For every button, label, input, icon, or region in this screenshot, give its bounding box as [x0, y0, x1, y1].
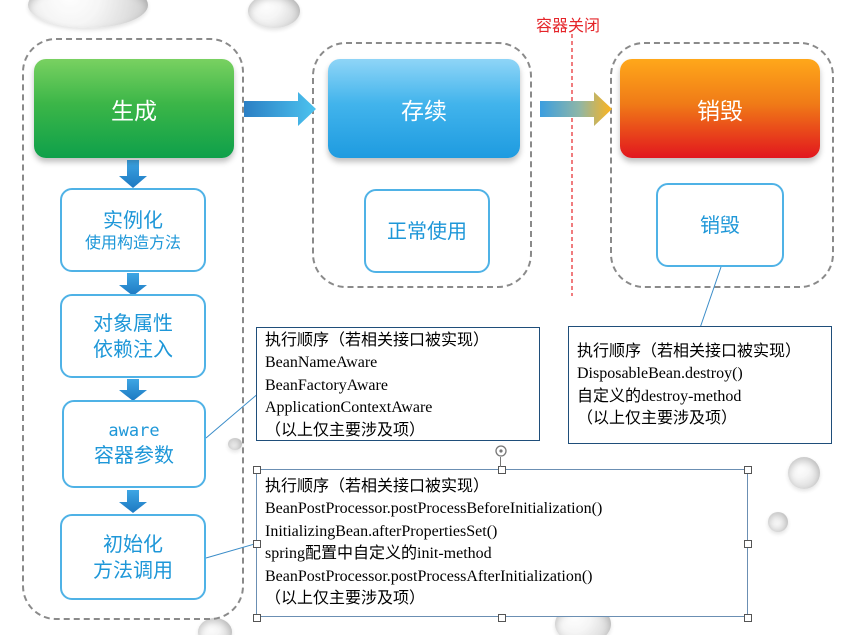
water-drop-decoration: [248, 0, 300, 28]
note-line: BeanPostProcessor.postProcessAfterInitia…: [265, 567, 593, 585]
arrow-right-icon: [540, 92, 612, 126]
note-line: （以上仅主要涉及项）: [265, 589, 426, 607]
step-normal-use-label: 正常使用: [387, 219, 467, 243]
note-line: DisposableBean.destroy(): [577, 365, 743, 383]
note-line: （以上仅主要涉及项）: [577, 410, 738, 428]
note-line: 自定义的destroy-method: [577, 387, 742, 405]
note-line: BeanPostProcessor.postProcessBeforeIniti…: [265, 500, 603, 518]
step-aware: aware 容器参数: [62, 400, 206, 488]
stage-generate: 生成: [34, 59, 234, 158]
step-destroy: 销毁: [656, 183, 784, 267]
step-inject-subtitle: 依赖注入: [93, 337, 173, 361]
water-drop-decoration: [198, 618, 232, 635]
resize-handle[interactable]: [253, 466, 261, 474]
aware-order-note: 执行顺序（若相关接口被实现） BeanNameAware BeanFactory…: [256, 327, 540, 441]
resize-handle[interactable]: [498, 466, 506, 474]
container-close-label: 容器关闭: [536, 16, 601, 35]
note-line: ApplicationContextAware: [265, 399, 433, 417]
note-line: 执行顺序（若相关接口被实现）: [265, 478, 490, 495]
generate-phase-frame: [22, 38, 244, 620]
step-aware-title: aware: [108, 420, 160, 441]
note-line: （以上仅主要涉及项）: [265, 421, 426, 439]
water-drop-decoration: [788, 457, 820, 489]
arrow-right-icon: [244, 92, 316, 126]
note-line: BeanFactoryAware: [265, 376, 388, 394]
step-normal-use: 正常使用: [364, 189, 490, 273]
stage-destroy: 销毁: [620, 59, 820, 158]
water-drop-decoration: [228, 438, 242, 450]
step-aware-subtitle: 容器参数: [94, 443, 174, 468]
resize-handle[interactable]: [744, 614, 752, 622]
water-drop-decoration: [768, 512, 788, 532]
note-line: spring配置中自定义的init-method: [265, 545, 492, 563]
init-order-note[interactable]: 执行顺序（若相关接口被实现） BeanPostProcessor.postPro…: [256, 469, 748, 617]
water-drop-decoration: [28, 0, 148, 28]
rotate-handle-stem: [500, 457, 501, 467]
resize-handle[interactable]: [253, 540, 261, 548]
resize-handle[interactable]: [744, 540, 752, 548]
step-instantiate: 实例化 使用构造方法: [60, 188, 206, 272]
step-destroy-label: 销毁: [700, 213, 740, 237]
note-line: 执行顺序（若相关接口被实现）: [265, 332, 490, 349]
step-init-title: 初始化: [103, 532, 163, 556]
step-instantiate-subtitle: 使用构造方法: [84, 232, 181, 252]
persist-phase-frame: [312, 42, 532, 288]
note-line: 执行顺序（若相关接口被实现）: [577, 343, 802, 360]
resize-handle[interactable]: [744, 466, 752, 474]
stage-persist: 存续: [328, 59, 520, 158]
note-line: BeanNameAware: [265, 354, 378, 372]
step-init-subtitle: 方法调用: [93, 558, 173, 582]
destroy-phase-frame: [610, 42, 834, 288]
resize-handle[interactable]: [253, 614, 261, 622]
step-inject: 对象属性 依赖注入: [60, 294, 206, 378]
step-instantiate-title: 实例化: [103, 207, 163, 232]
rotate-handle-icon[interactable]: [494, 444, 508, 458]
step-inject-title: 对象属性: [93, 311, 173, 335]
destroy-order-note: 执行顺序（若相关接口被实现） DisposableBean.destroy() …: [568, 326, 832, 444]
step-init: 初始化 方法调用: [60, 514, 206, 600]
resize-handle[interactable]: [498, 614, 506, 622]
note-line: InitializingBean.afterPropertiesSet(): [265, 522, 498, 540]
